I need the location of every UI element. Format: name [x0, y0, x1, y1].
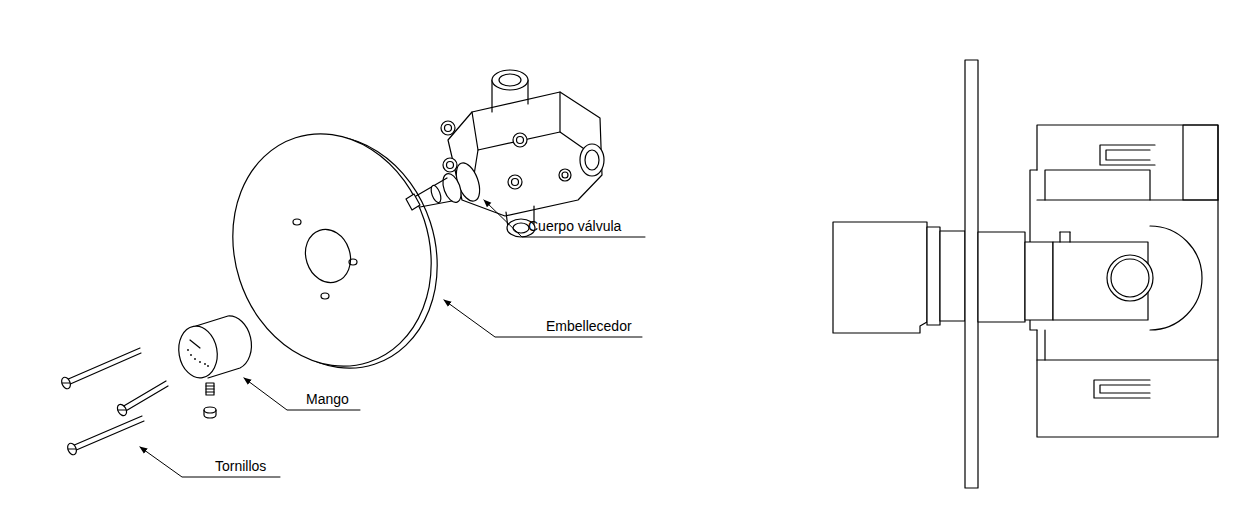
escutcheon-plate: [203, 108, 466, 394]
handle: [175, 316, 252, 381]
part-label: Cuerpo válvula: [528, 218, 621, 234]
screws: [60, 348, 168, 456]
leader-lines: [140, 200, 645, 477]
part-label: Tornillos: [215, 458, 266, 474]
set-screw: [204, 383, 216, 418]
valve-body: [406, 70, 604, 237]
side-view: [833, 60, 1218, 488]
part-label: Mango: [306, 391, 349, 407]
part-label: Embellecedor: [546, 318, 632, 334]
